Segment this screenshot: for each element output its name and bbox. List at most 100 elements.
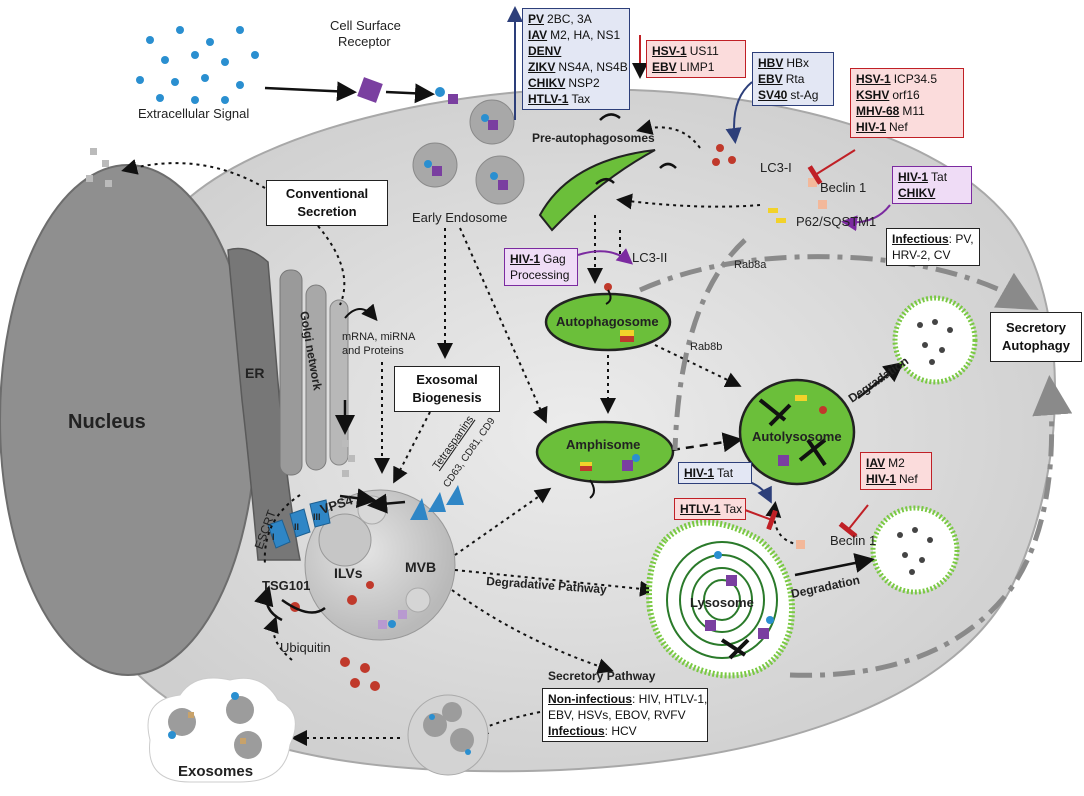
exosomal-biogenesis-line2: Biogenesis bbox=[412, 390, 482, 405]
virus-proteins: : PV, bbox=[948, 232, 974, 246]
virus-name: HIV-1 bbox=[866, 472, 897, 486]
p62-label: P62/SQSTM1 bbox=[796, 214, 876, 229]
virus-proteins: M2 bbox=[888, 456, 905, 470]
lysosome-label: Lysosome bbox=[690, 595, 754, 610]
virus-name: IAV bbox=[528, 28, 548, 42]
pre-autophagosomes-label: Pre-autophagosomes bbox=[532, 131, 655, 145]
escrt-roman-1: I bbox=[272, 532, 275, 542]
mvb-label: MVB bbox=[405, 559, 436, 575]
virus-name: HSV-1 bbox=[856, 72, 891, 86]
amphisome bbox=[535, 420, 675, 484]
virus-name: MHV-68 bbox=[856, 104, 900, 118]
secretory-autophagy-line1: Secretory bbox=[1006, 320, 1066, 335]
lc3-i-label: LC3-I bbox=[760, 160, 792, 175]
virus-proteins: ICP34.5 bbox=[893, 72, 938, 86]
virus-name: HSV-1 bbox=[652, 44, 687, 58]
escrt-roman-2: II bbox=[294, 522, 299, 532]
beclin1-bottom-label: Beclin 1 bbox=[830, 533, 876, 548]
virus-name: HIV-1 bbox=[856, 120, 887, 134]
early-endosomes bbox=[412, 99, 525, 205]
virus-proteins: HRV-2, CV bbox=[892, 248, 951, 262]
rab8b-label: Rab8b bbox=[690, 341, 722, 353]
virus-proteins: M11 bbox=[902, 104, 925, 118]
rab8a-label: Rab8a bbox=[734, 259, 767, 271]
ilvs-label: ILVs bbox=[334, 565, 363, 581]
virus-name: KSHV bbox=[856, 88, 890, 102]
virus-name: DENV bbox=[528, 44, 562, 58]
er-label: ER bbox=[245, 365, 264, 381]
ubiquitin-label: Ubiquitin bbox=[280, 640, 331, 655]
receptor-shape bbox=[357, 77, 383, 103]
virus-proteins: Gag bbox=[543, 252, 566, 266]
virus-proteins: Nef bbox=[889, 120, 908, 134]
virus-proteins: NSP2 bbox=[568, 76, 600, 90]
virus-proteins: NS4A, NS4B bbox=[558, 60, 628, 74]
virus-proteins: Processing bbox=[510, 268, 570, 282]
virus-proteins: 2BC, 3A bbox=[547, 12, 592, 26]
nucleus-label: Nucleus bbox=[68, 411, 146, 433]
virus-name: HTLV-1 bbox=[680, 502, 721, 516]
secretory-autophagy-line2: Autophagy bbox=[1002, 338, 1070, 353]
virus-proteins: Tax bbox=[723, 502, 743, 516]
virus-proteins: LIMP1 bbox=[679, 60, 715, 74]
virus-name: HIV-1 bbox=[510, 252, 541, 266]
virus-proteins: Tax bbox=[571, 92, 591, 106]
virus-name: ZIKV bbox=[528, 60, 556, 74]
virus-proteins: US11 bbox=[689, 44, 719, 58]
tsg101-label: TSG101 bbox=[262, 578, 310, 593]
virus-name: EBV bbox=[758, 72, 783, 86]
amphisome-label: Amphisome bbox=[566, 437, 640, 452]
virus-name: CHIKV bbox=[898, 186, 936, 200]
lysosome bbox=[646, 519, 795, 679]
autolysosome-label: Autolysosome bbox=[752, 429, 842, 444]
degradation-vesicle-bottom bbox=[870, 505, 960, 595]
mrna-label-1: mRNA, miRNA bbox=[342, 331, 416, 343]
lc3-ii-label: LC3-II bbox=[632, 250, 667, 265]
autophagosome-label: Autophagosome bbox=[556, 314, 659, 329]
secretory-pathway-label: Secretory Pathway bbox=[548, 669, 656, 683]
mrna-label-2: and Proteins bbox=[342, 345, 404, 357]
tetraspanins-shapes bbox=[410, 485, 464, 520]
cell-surface-label-1: Cell Surface bbox=[330, 18, 401, 33]
virus-name: Non-infectious bbox=[548, 692, 632, 706]
virus-name: PV bbox=[528, 12, 545, 26]
virus-proteins: Tat bbox=[931, 170, 948, 184]
virus-name: EBV bbox=[652, 60, 677, 74]
virus-name: HTLV-1 bbox=[528, 92, 569, 106]
exosomal-biogenesis-line1: Exosomal bbox=[416, 372, 478, 387]
virus-name: SV40 bbox=[758, 88, 788, 102]
infectious-white-box: Infectious: PV, HRV-2, CV bbox=[886, 228, 980, 266]
virus-proteins: Tat bbox=[717, 466, 734, 480]
conventional-secretion-line2: Secretion bbox=[297, 204, 357, 219]
virus-name: Infectious bbox=[892, 232, 949, 246]
virus-proteins: HBx bbox=[786, 56, 810, 70]
virus-proteins: : HIV, HTLV-1, bbox=[632, 692, 708, 706]
escrt-roman-3: III bbox=[313, 512, 321, 522]
virus-proteins: : HCV bbox=[604, 724, 637, 738]
virus-proteins: orf16 bbox=[892, 88, 920, 102]
virus-proteins: Rta bbox=[785, 72, 805, 86]
virus-name: IAV bbox=[866, 456, 886, 470]
secretory-white-box: Non-infectious: HIV, HTLV-1, EBV, HSVs, … bbox=[542, 688, 708, 742]
beclin1-top-label: Beclin 1 bbox=[820, 180, 866, 195]
cell-surface-label-2: Receptor bbox=[338, 34, 391, 49]
extracellular-signal-label: Extracellular Signal bbox=[138, 106, 249, 121]
degradation-vesicle-top bbox=[892, 295, 978, 385]
virus-proteins: Nef bbox=[899, 472, 918, 486]
escrt-complex bbox=[267, 499, 331, 549]
virus-name: CHIKV bbox=[528, 76, 566, 90]
virus-proteins: M2, HA, NS1 bbox=[550, 28, 621, 42]
